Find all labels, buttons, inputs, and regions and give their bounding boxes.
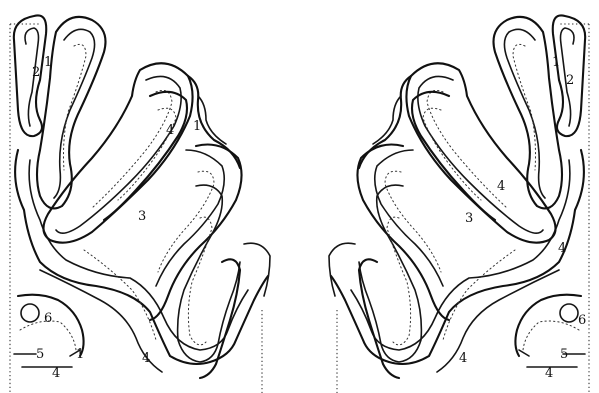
left-panel: 2 1 4 1 3 6 4 5 4 1 [10,15,270,393]
left-label-c: 4 [166,123,174,138]
right-contours [329,15,589,393]
left-label-d: 1 [193,119,201,134]
right-label-c: 4 [497,179,505,194]
left-label-e: 3 [138,209,146,224]
left-contours [10,15,270,393]
right-label-i: 4 [545,366,553,381]
left-label-j: 1 [76,347,84,362]
right-label-a: 1 [552,55,560,70]
right-label-b: 2 [566,73,574,88]
left-label-f: 6 [44,311,52,326]
left-label-h: 5 [36,347,44,362]
right-label-h: 5 [560,347,568,362]
right-label-d: 3 [465,211,473,226]
right-label-f: 6 [578,313,586,328]
right-label-e: 4 [558,241,566,256]
left-label-b: 1 [44,55,52,70]
right-label-g: 4 [459,351,467,366]
right-panel: 1 2 4 3 4 6 4 5 4 [329,15,589,393]
left-label-g: 4 [142,351,150,366]
left-label-a: 2 [32,65,40,80]
left-label-i: 4 [52,366,60,381]
